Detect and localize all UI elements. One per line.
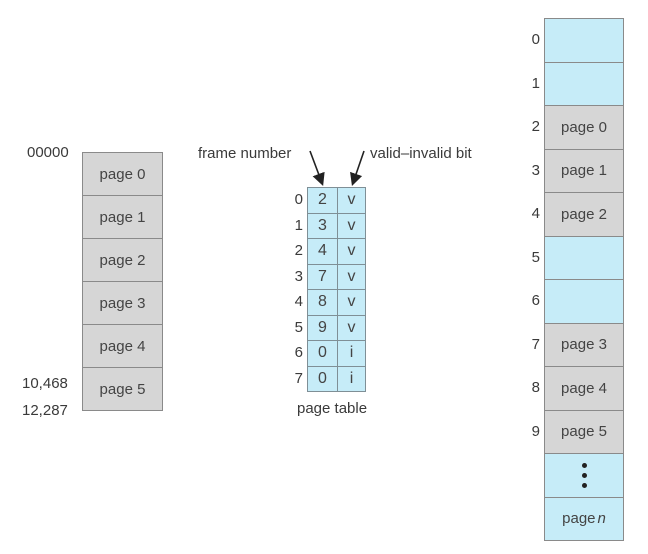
logical-page: page 3 bbox=[82, 281, 163, 325]
frame-number-cell: 2 bbox=[307, 187, 338, 214]
frame-index: 9 bbox=[531, 422, 540, 440]
frame-free bbox=[544, 235, 624, 280]
logical-page: page 0 bbox=[82, 152, 163, 196]
frame-index: 3 bbox=[531, 161, 540, 179]
frame-index: 1 bbox=[531, 74, 540, 92]
logical-page: page 1 bbox=[82, 195, 163, 239]
frame-used: page 2 bbox=[544, 192, 624, 237]
logical-page: page 4 bbox=[82, 324, 163, 368]
page-table-index: 0 bbox=[294, 191, 303, 208]
valid-bit-cell: v bbox=[337, 212, 366, 239]
frame-free: page n bbox=[544, 496, 624, 541]
frame-index: 7 bbox=[531, 335, 540, 353]
frame-number-label: frame number bbox=[198, 145, 292, 162]
address-end-label: 12,287 bbox=[22, 402, 68, 419]
frame-index: 0 bbox=[531, 31, 540, 48]
address-last-page-label: 10,468 bbox=[22, 375, 68, 392]
page-table-index: 4 bbox=[294, 293, 303, 310]
vertical-ellipsis-icon bbox=[581, 462, 587, 488]
page-table-index: 3 bbox=[294, 267, 303, 285]
frame-used: page 3 bbox=[544, 322, 624, 367]
frame-free bbox=[544, 18, 624, 63]
page-table-index: 7 bbox=[294, 369, 303, 387]
page-table-index: 5 bbox=[294, 318, 303, 336]
frame-index: 6 bbox=[531, 292, 540, 309]
address-start-label: 00000 bbox=[27, 144, 69, 161]
page-table-index: 6 bbox=[294, 344, 303, 361]
frame-number-cell: 4 bbox=[307, 238, 338, 265]
valid-bit-cell: v bbox=[337, 263, 366, 290]
frame-index: 8 bbox=[531, 379, 540, 396]
valid-bit-arrow bbox=[350, 150, 365, 187]
frame-number-cell: 3 bbox=[307, 212, 338, 239]
logical-page: page 5 bbox=[82, 367, 163, 411]
frame-free bbox=[544, 61, 624, 106]
frame-index: 5 bbox=[531, 248, 540, 266]
frame-used: page 5 bbox=[544, 409, 624, 454]
page-table-title: page table bbox=[297, 400, 368, 417]
frame-number-cell: 9 bbox=[307, 314, 338, 341]
page-table-index: 1 bbox=[294, 216, 303, 234]
valid-invalid-bit-label: valid–invalid bit bbox=[370, 145, 472, 162]
frame-used: page 4 bbox=[544, 366, 624, 411]
frame-used: page 1 bbox=[544, 148, 624, 193]
frame-index: 4 bbox=[531, 205, 540, 222]
valid-bit-cell: i bbox=[337, 340, 366, 367]
frame-index: 2 bbox=[531, 118, 540, 135]
page-table-index: 2 bbox=[294, 242, 303, 259]
logical-page: page 2 bbox=[82, 238, 163, 282]
frame-free bbox=[544, 279, 624, 324]
valid-bit-cell: v bbox=[337, 187, 366, 214]
valid-bit-cell: i bbox=[337, 365, 366, 392]
frame-number-arrow bbox=[309, 150, 325, 186]
frame-used: page 0 bbox=[544, 105, 624, 150]
frame-ellipsis bbox=[544, 453, 624, 498]
frame-number-cell: 8 bbox=[307, 289, 338, 316]
